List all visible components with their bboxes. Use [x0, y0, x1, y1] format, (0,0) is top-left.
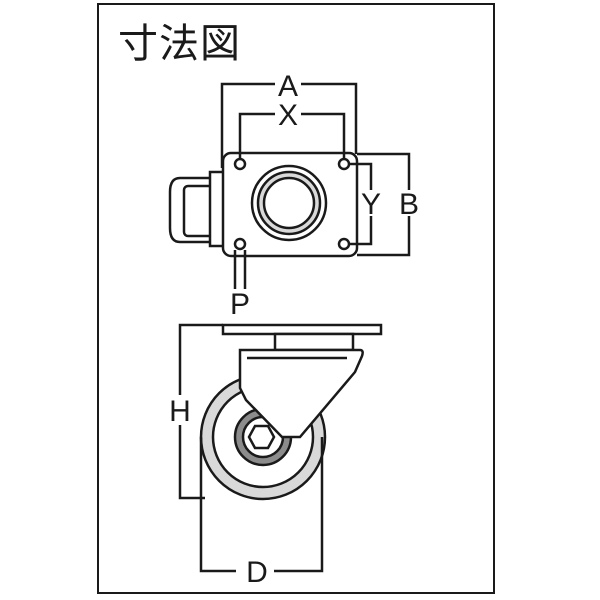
label-Y: Y: [361, 188, 381, 221]
dim-line-B: [357, 152, 411, 257]
dim-line-X: [238, 112, 346, 158]
side-view: [199, 323, 383, 501]
label-A: A: [278, 70, 298, 103]
mount-hole-top-right: [337, 157, 351, 171]
axle-nut: [247, 424, 276, 450]
mount-hole-top-left: [233, 157, 247, 171]
top-view-dimensions: [220, 82, 411, 289]
label-H: H: [169, 395, 191, 428]
mount-hole-bottom-left: [233, 237, 247, 251]
dim-line-H: [178, 323, 223, 500]
dim-line-D: [199, 437, 324, 573]
diagram-title: 寸法図: [118, 21, 241, 67]
label-X: X: [278, 99, 298, 132]
side-view-dimensions: [178, 323, 324, 573]
label-P: P: [230, 288, 250, 321]
mount-hole-bottom-right: [337, 237, 351, 251]
fork-bracket: [238, 348, 364, 439]
swivel-head: [273, 332, 355, 352]
side-top-plate: [221, 323, 383, 336]
brake-housing: [168, 170, 230, 248]
dim-line-Y: [350, 162, 373, 246]
top-view: [168, 151, 359, 258]
diagram-frame: [97, 3, 495, 594]
dim-line-P: [233, 250, 247, 289]
dim-line-A: [220, 82, 358, 168]
hub-inner: [262, 176, 316, 230]
label-B: B: [399, 188, 419, 221]
label-D: D: [246, 556, 268, 589]
